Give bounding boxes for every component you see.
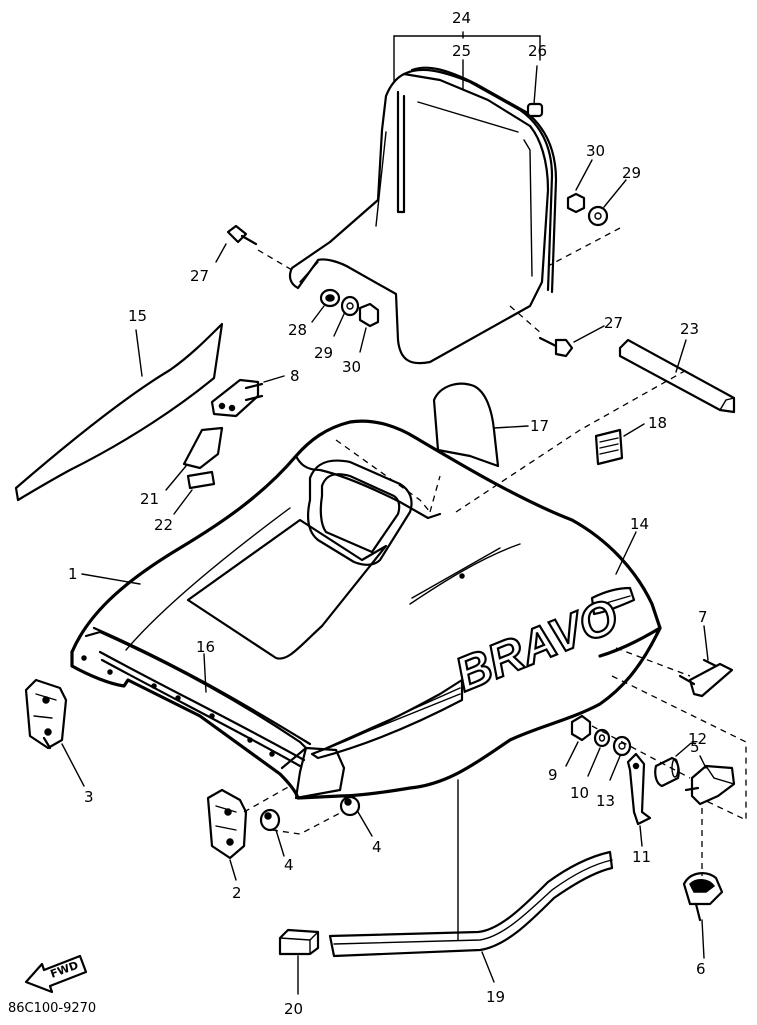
- callout-5: 5: [690, 738, 700, 756]
- callout-6: 6: [696, 960, 706, 978]
- bolt-27-lower: [509, 305, 605, 358]
- bolt-27-upper: [215, 224, 293, 271]
- callout-17: 17: [530, 417, 549, 435]
- assembly-line: [591, 725, 691, 779]
- callout-9: 9: [548, 766, 558, 784]
- windshield-clip: [526, 102, 544, 118]
- callout-16: 16: [196, 638, 215, 656]
- washer-29-lower: [333, 295, 360, 337]
- callout-4: 4: [284, 856, 294, 874]
- grommet-4-right: [339, 795, 373, 837]
- nut-9: [565, 714, 592, 767]
- callout-29: 29: [314, 344, 333, 362]
- bracket-21: [165, 426, 224, 491]
- callout-leader-14: [615, 531, 637, 575]
- callout-25: 25: [452, 42, 471, 60]
- grommet-4-left: [259, 808, 285, 857]
- catalog-code: 86C100-9270: [8, 1001, 96, 1016]
- callout-26: 26: [528, 42, 547, 60]
- hinge-3: [24, 678, 85, 787]
- washer-13: [609, 735, 632, 781]
- washer-10: [587, 728, 611, 777]
- callout-leader-16: [203, 653, 207, 693]
- foam-strip-23: [618, 338, 736, 414]
- callout-22: 22: [154, 516, 173, 534]
- pad-22: [173, 470, 216, 515]
- assembly-line: [547, 227, 621, 267]
- callout-24: 24: [452, 9, 471, 27]
- callout-3: 3: [84, 788, 94, 806]
- callout-10: 10: [570, 784, 589, 802]
- callout-20: 20: [284, 1000, 303, 1018]
- callout-19: 19: [486, 988, 505, 1006]
- forward-arrow: FWD: [24, 954, 88, 994]
- callout-15: 15: [128, 307, 147, 325]
- callout-7: 7: [698, 608, 708, 626]
- bushing-12: [654, 743, 691, 788]
- hinge-8: [210, 375, 285, 418]
- latch-5: [684, 755, 736, 806]
- callout-4: 4: [372, 838, 382, 856]
- callout-11: 11: [632, 848, 651, 866]
- callout-14: 14: [630, 515, 649, 533]
- callout-30: 30: [342, 358, 361, 376]
- callout-leader-1: [81, 573, 141, 585]
- clip-7: [678, 625, 734, 698]
- nut-30-upper: [566, 159, 593, 214]
- callout-30: 30: [586, 142, 605, 160]
- nut-30-lower: [358, 302, 380, 353]
- assembly-line: [615, 647, 691, 677]
- washer-29-upper: [587, 179, 627, 227]
- callout-12: 12: [688, 730, 707, 748]
- block-20: [278, 928, 320, 995]
- stripe-15: [14, 322, 224, 502]
- callout-leader-group-24: [393, 31, 541, 105]
- callout-1: 1: [68, 565, 78, 583]
- callout-27: 27: [604, 314, 623, 332]
- hood-badge: BRAVO: [448, 589, 625, 702]
- callout-29: 29: [622, 164, 641, 182]
- callout-2: 2: [232, 884, 242, 902]
- windshield: [288, 66, 558, 365]
- callout-18: 18: [648, 414, 667, 432]
- callout-21: 21: [140, 490, 159, 508]
- callout-28: 28: [288, 321, 307, 339]
- hood-1: [70, 419, 662, 800]
- callout-13: 13: [596, 792, 615, 810]
- assembly-line: [271, 811, 343, 835]
- decal-18: [594, 423, 645, 466]
- assembly-line: [611, 675, 747, 822]
- hinge-2: [206, 785, 291, 881]
- callout-27: 27: [190, 267, 209, 285]
- callout-23: 23: [680, 320, 699, 338]
- stay-11: [626, 752, 652, 847]
- assembly-line: [429, 475, 441, 513]
- pad-17: [432, 382, 529, 468]
- knob-6: [682, 808, 724, 959]
- washer-28: [311, 288, 341, 323]
- runner-19: [328, 779, 614, 983]
- callout-8: 8: [290, 367, 300, 385]
